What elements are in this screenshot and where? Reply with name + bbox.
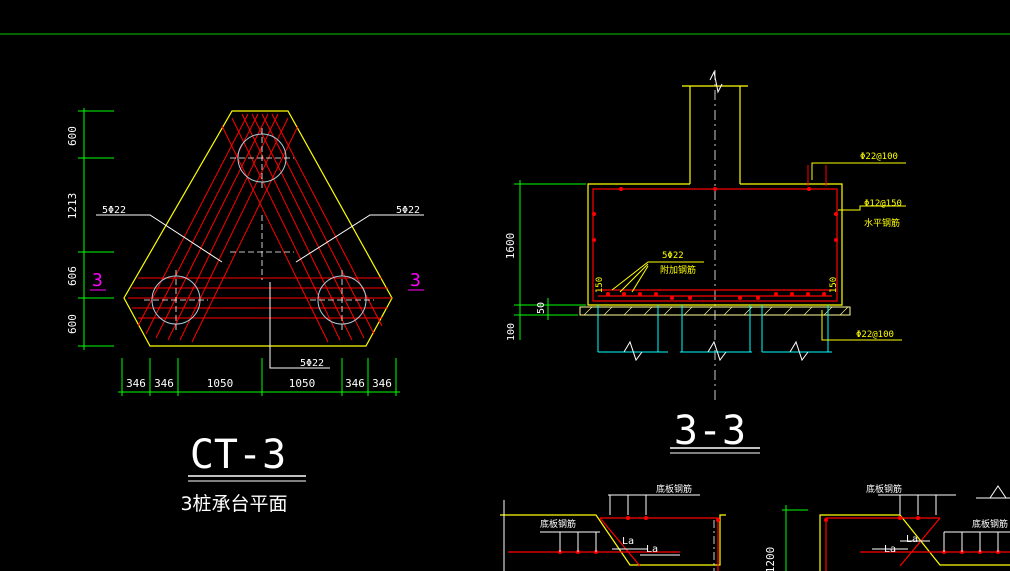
- rebar-dots: [592, 187, 838, 300]
- plan-dim-h-5: 346: [345, 377, 365, 390]
- plan-dim-h-6: 346: [372, 377, 392, 390]
- detail-right-label-mid: 底板钢筋: [972, 518, 1008, 530]
- section-rebar-mid-label: 5Φ22: [662, 251, 684, 261]
- section-rebar-side-note: 水平钢筋: [864, 217, 900, 229]
- bottom-detail-right: 1200 底板钢筋 底板钢筋 La La: [764, 483, 1010, 571]
- section-rebar-bottom-label: Φ22@100: [856, 330, 894, 340]
- section-dim-100: 100: [506, 323, 517, 341]
- blinding-layer: [579, 306, 851, 316]
- rebar-bundle-horizontal: [128, 277, 392, 319]
- section-title: 3-3: [674, 408, 746, 454]
- cap-outline: [587, 183, 843, 306]
- plan-dim-h-3: 1050: [207, 377, 234, 390]
- pile-cap-outline: [123, 110, 393, 347]
- section-dim-150-left: 150: [595, 277, 605, 293]
- section-piles: [597, 305, 832, 353]
- plan-vertical-dimension: [78, 108, 114, 350]
- plan-horizontal-dimension: [118, 358, 400, 396]
- section-view: 1600 50 100 150 150 Φ22@100 Φ12@150 水平钢筋…: [504, 70, 906, 454]
- plan-dim-h-1: 346: [126, 377, 146, 390]
- detail-left-label-top: 底板钢筋: [656, 483, 692, 495]
- plan-dim-v-2: 1213: [66, 193, 79, 220]
- plan-title: CT-3: [190, 432, 286, 478]
- bottom-detail-left: 底板钢筋 底板钢筋 La La: [500, 483, 726, 571]
- detail-right-la-2: La: [906, 534, 918, 545]
- detail-left-la-2: La: [646, 544, 658, 555]
- detail-right-level-mark: [989, 485, 1007, 499]
- detail-right-dim-1200: 1200: [764, 547, 777, 571]
- plan-dim-h-2: 346: [154, 377, 174, 390]
- detail-right-la-1: La: [884, 544, 896, 555]
- plan-subtitle: 3桩承台平面: [180, 493, 287, 515]
- detail-left-label-mid: 底板钢筋: [540, 518, 576, 530]
- pile-break-marks: [623, 340, 809, 362]
- section-dim-150-right: 150: [829, 277, 839, 293]
- blinding-hatch: [583, 306, 849, 316]
- section-dim-50: 50: [536, 302, 547, 314]
- plan-dim-v-1: 600: [66, 126, 79, 146]
- column-break-mark: [709, 70, 723, 94]
- plan-dim-v-4: 600: [66, 314, 79, 334]
- rebar-bundle-diagonal-a: [221, 113, 383, 343]
- plan-dim-v-3: 606: [66, 266, 79, 286]
- leader-lines: [96, 214, 424, 369]
- plan-rebar-right-label: 5Φ22: [396, 205, 420, 216]
- plan-rebar-left-label: 5Φ22: [102, 205, 126, 216]
- pile-centerlines: [144, 128, 374, 330]
- section-mark-right: 3: [410, 270, 421, 291]
- section-left-dimension: [514, 180, 586, 340]
- section-rebar-side-label: Φ12@150: [864, 199, 902, 209]
- section-right-leaders: [811, 162, 906, 341]
- detail-left-la-1: La: [622, 536, 634, 547]
- plan-dim-h-4: 1050: [289, 377, 316, 390]
- piles: [151, 133, 367, 325]
- section-dim-height: 1600: [504, 233, 517, 260]
- column-rebars: [807, 165, 827, 186]
- section-mid-leader: [611, 261, 704, 293]
- plan-view: 5Φ22 5Φ22 5Φ22 3 3 600 1213 606 600: [66, 108, 424, 515]
- detail-right-label-top: 底板钢筋: [866, 483, 902, 495]
- plan-rebar-bottom-label: 5Φ22: [300, 358, 324, 369]
- section-rebar-top-label: Φ22@100: [860, 152, 898, 162]
- section-mark-left: 3: [92, 270, 103, 291]
- section-rebar-mid-note: 附加钢筋: [660, 264, 696, 276]
